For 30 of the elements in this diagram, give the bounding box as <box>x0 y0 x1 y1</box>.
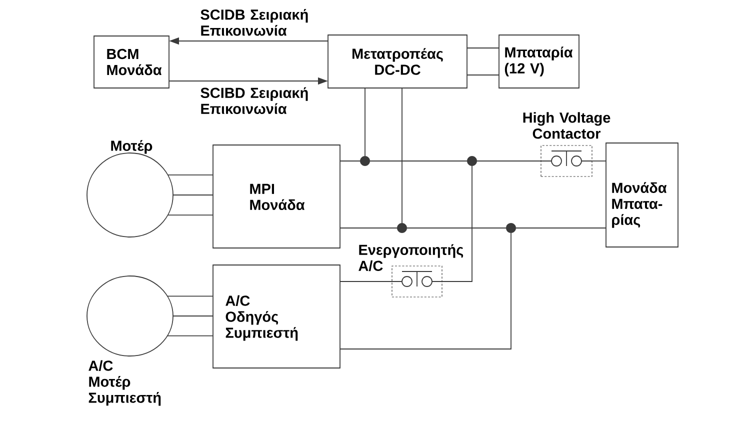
module-box: BCM Μονάδα <box>94 36 170 88</box>
wire <box>167 214 214 216</box>
junction-dot <box>506 223 516 233</box>
junction-dot <box>360 156 370 166</box>
module-box: Μετατροπέας DC-DC <box>328 34 468 88</box>
motor-label: A/C Μοτέρ Συμπιεστή <box>88 360 161 406</box>
wire <box>340 160 360 162</box>
edge-label: SCIBD Σειριακή Επικοινωνία <box>200 87 308 114</box>
wire <box>340 281 392 282</box>
wire <box>166 335 214 336</box>
switch-label: High Voltage Contactor <box>523 112 610 139</box>
switch-label: Ενεργοποιητής A/C <box>358 244 464 272</box>
module-box: Μονάδα Μπατα- ρίας <box>606 142 678 248</box>
wire <box>166 296 214 297</box>
wire <box>476 160 542 162</box>
wire <box>370 160 468 162</box>
wire <box>172 194 214 196</box>
junction-dot <box>397 223 407 233</box>
edge-label: SCIDB Σειριακή Επικοινωνία <box>200 8 308 36</box>
wire <box>466 74 500 76</box>
wire <box>167 174 214 176</box>
wire <box>364 88 366 156</box>
motor-label: Μοτέρ <box>111 140 152 154</box>
wire <box>592 160 606 162</box>
module-box: MPI Μονάδα <box>212 144 340 248</box>
wire <box>442 166 472 282</box>
module-box: Μπαταρία (12 V) <box>498 34 580 88</box>
wire <box>340 232 512 350</box>
junction-dot <box>467 156 477 166</box>
module-box: A/C Οδηγός Συμπιεστή <box>212 264 340 368</box>
